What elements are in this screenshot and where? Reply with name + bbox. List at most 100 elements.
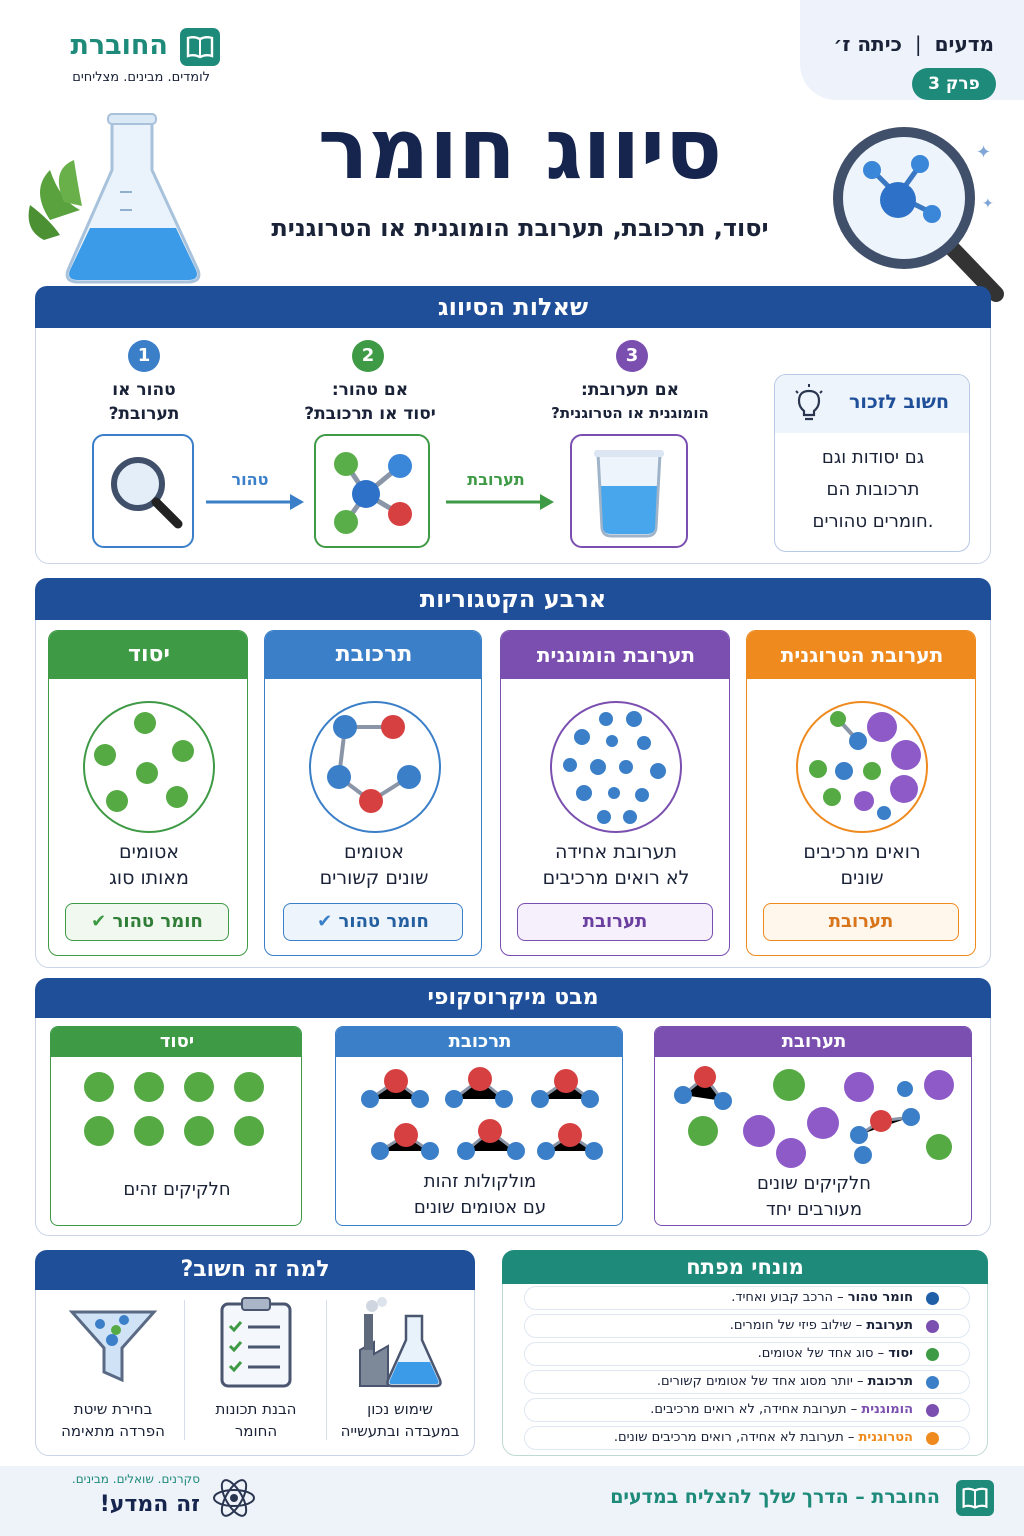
micro-panel-mixture: תערובת חלקיקים שונים מעורבים יחד [654,1026,972,1226]
terms-list: חומר טהור – הרכב קבוע ואחיד. תערובת – שי… [524,1286,970,1452]
term-row: הומוגנית – תערובת אחידה, לא רואים מרכיבי… [524,1398,970,1422]
why-item-funnel: בחירת שיטת הפרדה מתאימה [46,1296,180,1446]
term-name: חומר טהור [847,1290,913,1305]
arrow-2-label: תערובת [467,470,525,489]
why-divider-1 [184,1300,185,1440]
identical-atoms-icon [84,1072,264,1146]
remember-title: חשוב לזכור [848,391,949,413]
micro-title: יסוד [51,1027,301,1057]
step-3-line1: אם תערובת: [581,380,679,400]
term-name: תרכובת [867,1374,913,1389]
why-item-factory: שימוש נכון במעבדה ובתעשייה [330,1296,470,1446]
micro-title: תערובת [655,1027,971,1057]
term-row: חומר טהור – הרכב קבוע ואחיד. [524,1286,970,1310]
why-divider-2 [326,1300,327,1440]
category-card-compound: תרכובת אטומים שונים קשורים ✔ חומר טהור [264,630,482,956]
category-desc-2: שונים קשורים [319,867,429,889]
check-icon: ✔ [317,911,333,932]
tag-label: חומר טהור [112,911,203,932]
remember-line-3: .חומרים טהורים [812,511,934,532]
term-bullet [926,1292,939,1305]
term-name: יסוד [888,1346,913,1361]
atom-icon [210,1474,258,1522]
why-item-line1: בחירת שיטת [73,1400,153,1418]
micro-desc-1: מולקולות זהות [423,1171,537,1192]
tag-label: חומר טהור [338,911,429,932]
micro-panel-compound: תרכובת מולקולות זהות עם אטומים שונים [335,1026,623,1226]
grade-label: כיתה ז׳ [833,32,902,56]
element-particles-icon [83,701,215,833]
categories-header: ארבע הקטגוריות [35,578,991,620]
divider: | [914,32,922,56]
term-name: הטרוגנית [858,1430,913,1445]
remember-line-1: גם יסודות וגם [821,447,925,468]
micro-panel-element: יסוד חלקיקים זהים [50,1026,302,1226]
mixed-particles-icon [674,1066,954,1168]
step-3-number: 3 [616,340,648,372]
term-name: הומוגנית [861,1402,913,1417]
term-row: תערובת – שילוב פיזי של חומרים. [524,1314,970,1338]
pure-tag: ✔ חומר טהור [283,903,463,941]
terms-header: מונחי מפתח [502,1250,988,1284]
why-item-clipboard: הבנת תכונות החומר [190,1296,322,1446]
term-row: הטרוגנית – תערובת לא אחידה, רואים מרכיבי… [524,1426,970,1450]
step-3-card [570,434,688,548]
book-icon [180,28,220,66]
term-row: תרכובת – יותר מסוג אחד של אטומים קשורים. [524,1370,970,1394]
step-2-card [314,434,430,548]
micro-desc-1: חלקיקים שונים [756,1173,872,1194]
term-bullet [926,1376,939,1389]
remember-note: חשוב לזכור גם יסודות וגם תרכובות הם .חומ… [774,374,970,552]
remember-note-head [775,375,969,433]
chapter-badge: פרק 3 [912,68,996,100]
term-bullet [926,1404,939,1417]
category-desc-2: שונים [840,867,884,889]
step-1-line2: תערובת? [108,404,180,424]
footer-big-slogan: זה המדע! [99,1492,200,1517]
questions-header: שאלות הסיווג [35,286,991,328]
brand-name: החוברת [70,30,168,61]
term-name: תערובת [866,1318,913,1333]
step-2-line2: יסוד או תרכובת? [304,404,436,424]
svg-text:✦: ✦ [976,142,991,163]
micro-desc-2: מעורבים יחד [765,1199,863,1220]
mixture-tag: תערובת [763,903,959,941]
category-title: תרכובת [265,631,481,679]
step-1-card [92,434,194,548]
magnifier-icon [111,457,183,529]
micro-desc-2: עם אטומים שונים [413,1197,547,1218]
category-desc-1: רואים מרכיבים [803,841,921,863]
arrow-2: תערובת [440,470,560,514]
micro-desc-1: חלקיקים זהים [123,1179,231,1200]
why-item-line2: החומר [234,1422,278,1440]
term-def: שילוב פיזי של חומרים. [729,1318,852,1333]
why-item-line2: במעבדה ובתעשייה [340,1422,460,1440]
footer-tagline: החוברת – הדרך שלך להצליח במדעים [610,1486,940,1508]
term-def: תערובת אחידה, לא רואים מרכיבים. [650,1402,847,1417]
term-def: הרכב קבוע ואחיד. [731,1290,834,1305]
molecule-icon [334,452,412,534]
category-card-heterogeneous: תערובת הטרוגנית רואים מרכיבים שונים תערו… [746,630,976,956]
step-3-line2: הומוגנית או הטרוגנית? [551,404,709,422]
subject-grade-line: מדעים | כיתה ז׳ [833,32,994,56]
clipboard-icon [220,1297,292,1388]
category-title: יסוד [49,631,247,679]
funnel-icon [68,1310,158,1383]
step-1-number: 1 [128,340,160,372]
category-desc-1: אטומים [344,841,404,863]
svg-text:✦: ✦ [982,196,994,212]
category-desc-1: תערובת אחידה [555,841,677,863]
why-item-line1: שימוש נכון [367,1400,433,1418]
term-text: תרכובת – יותר מסוג אחד של אטומים קשורים. [656,1374,913,1389]
micro-header: מבט מיקרוסקופי [35,978,991,1018]
term-text: יסוד – סוג אחד של אטומים. [757,1346,913,1361]
category-card-homogeneous: תערובת הומוגנית תערובת אחידה לא רואים מר… [500,630,730,956]
pure-tag: ✔ חומר טהור [65,903,229,941]
term-text: חומר טהור – הרכב קבוע ואחיד. [731,1290,913,1305]
category-desc-2: לא רואים מרכיבים [542,867,690,889]
remember-line-2: תרכובות הם [826,479,920,500]
heterogeneous-particles-icon [796,701,928,833]
homogeneous-particles-icon [550,701,682,833]
mixture-tag: תערובת [517,903,713,941]
step-2-line1: אם טהור: [331,380,409,400]
